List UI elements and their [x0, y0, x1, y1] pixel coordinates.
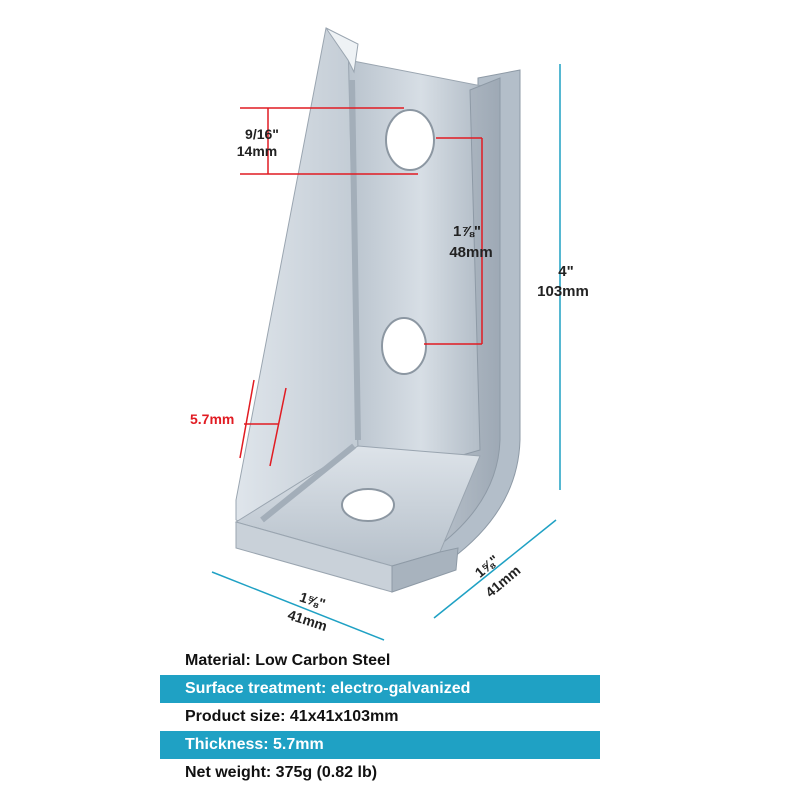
hole-spacing-mm-label: 48mm — [449, 244, 492, 261]
spec-surface-band: Surface treatment: electro-galvanized — [160, 675, 600, 703]
spec-weight: Net weight: 375g (0.82 lb) — [185, 764, 378, 781]
side-width-dimension: 1⅝" 41mm — [433, 519, 557, 619]
spec-surface: Surface treatment: electro-galvanized — [185, 680, 471, 697]
thickness-dimension: 5.7mm — [190, 379, 287, 467]
bracket-shape — [234, 27, 521, 593]
base-plate-side — [391, 547, 459, 593]
spec-size: Product size: 41x41x103mm — [185, 708, 399, 725]
front-width-in-label: 1⅝" — [298, 589, 328, 612]
hole-diameter-in-label: 9/16" — [245, 126, 279, 142]
hole-base — [341, 488, 395, 522]
weld-seam-base — [260, 443, 356, 523]
hole-middle — [381, 317, 427, 375]
height-mm-label: 103mm — [537, 283, 589, 300]
hole-diameter-mm-label: 14mm — [237, 143, 277, 159]
thickness-label: 5.7mm — [190, 411, 234, 427]
hole-spacing-dimension: 1⅞" 48mm — [424, 137, 493, 345]
hole-spacing-in-label: 1⅞" — [453, 223, 481, 240]
weld-seam-left — [349, 79, 361, 441]
height-dimension: 4" 103mm — [537, 64, 589, 490]
left-gusset-edge — [325, 27, 359, 74]
spec-material: Material: Low Carbon Steel — [185, 652, 391, 669]
hole-diameter-dimension: 9/16" 14mm — [237, 107, 418, 175]
hole-top — [385, 109, 435, 171]
height-in-label: 4" — [558, 263, 573, 280]
spec-thickness: Thickness: 5.7mm — [185, 736, 324, 753]
spec-thickness-band: Thickness: 5.7mm — [160, 731, 600, 759]
